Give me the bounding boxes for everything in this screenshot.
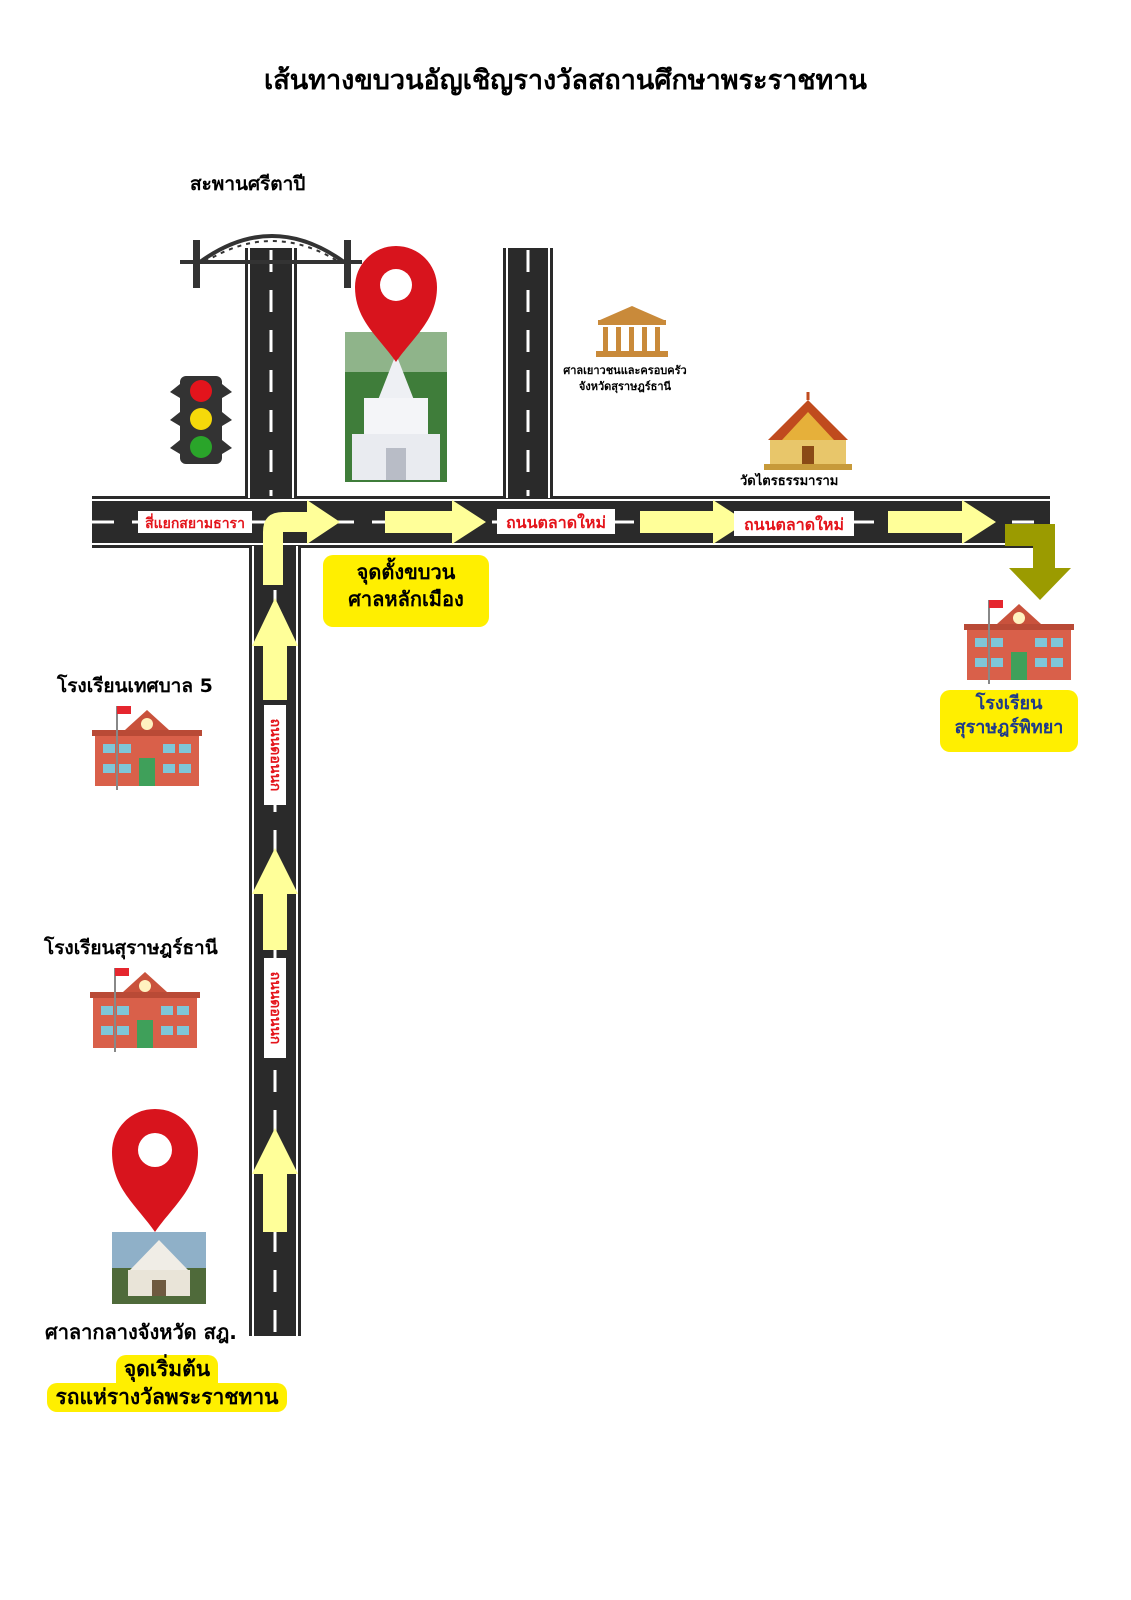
youth-court-label-line-2: จังหวัดสุราษฎร์ธานี	[578, 379, 672, 393]
route-arrow-right-2	[640, 500, 747, 544]
route-arrow-up-2	[252, 848, 298, 950]
svg-text:ถนนตลาดใหม่: ถนนตลาดใหม่	[506, 513, 606, 532]
assembly-point-line-2: ศาลหลักเมือง	[348, 587, 464, 611]
start-point-line-1: จุดเริ่มต้น	[115, 1355, 219, 1384]
bridge-label: สะพานศรีตาปี	[190, 173, 306, 195]
school-icon-surat-pitthaya	[964, 600, 1074, 684]
roads	[92, 248, 1050, 1336]
route-arrow-right-1	[385, 500, 486, 544]
assembly-point-line-1: จุดตั้งขบวน	[356, 560, 456, 584]
youth-court-label: ศาลเยาวชนและครอบครัว จังหวัดสุราษฎร์ธานี	[540, 363, 710, 395]
svg-text:ถนนดอนนก: ถนนดอนนก	[267, 972, 283, 1045]
bridge-icon	[180, 234, 362, 288]
location-pin-icon-start	[111, 1108, 199, 1232]
svg-text:ถนนดอนนก: ถนนดอนนก	[267, 719, 283, 792]
svg-text:สี่แยกสยามธารา: สี่แยกสยามธารา	[145, 513, 245, 532]
destination-line-1: โรงเรียน	[975, 693, 1043, 714]
start-point-callout: จุดเริ่มต้น รถแห่รางวัลพระราชทาน	[22, 1352, 312, 1426]
route-arrow-right-3	[888, 500, 996, 544]
road-label-don-nok-2: ถนนดอนนก	[264, 958, 286, 1058]
start-point-line-2: รถแห่รางวัลพระราชทาน	[47, 1383, 287, 1412]
temple-label: วัดไตรธรรมาราม	[740, 474, 839, 489]
road-label-talat-mai-1: ถนนตลาดใหม่	[497, 509, 615, 534]
location-pin-icon-shrine	[355, 246, 437, 362]
destination-callout: โรงเรียน สุราษฎร์พิทยา	[940, 690, 1078, 752]
city-hall-label: ศาลากลางจังหวัด สฎ.	[45, 1320, 237, 1344]
road-label-junction: สี่แยกสยามธารา	[138, 511, 252, 533]
road-label-don-nok-1: ถนนดอนนก	[264, 705, 286, 805]
school-surat-label: โรงเรียนสุราษฎร์ธานี	[44, 937, 218, 959]
svg-text:ถนนตลาดใหม่: ถนนตลาดใหม่	[744, 515, 844, 534]
assembly-point-callout: จุดตั้งขบวน ศาลหลักเมือง	[323, 555, 489, 627]
school-5-label: โรงเรียนเทศบาล 5	[57, 675, 213, 697]
school-icon-thesaban-5	[92, 706, 202, 790]
destination-line-2: สุราษฎร์พิทยา	[954, 717, 1064, 739]
route-arrows	[252, 500, 1071, 1232]
route-arrow-up-1	[252, 1128, 298, 1232]
road-label-talat-mai-2: ถนนตลาดใหม่	[734, 511, 854, 536]
route-arrow-up-3	[252, 598, 298, 700]
youth-court-label-line-1: ศาลเยาวชนและครอบครัว	[563, 364, 687, 377]
route-arrow-down-final	[1005, 524, 1071, 600]
map-title: เส้นทางขบวนอัญเชิญรางวัลสถานศึกษาพระราชท…	[264, 65, 867, 96]
school-icon-surat-thani	[90, 968, 200, 1052]
city-hall-image	[112, 1232, 206, 1304]
court-building-icon	[596, 306, 668, 357]
route-arrow-turn-right	[263, 500, 340, 585]
traffic-light-icon	[170, 376, 232, 464]
temple-icon	[764, 392, 852, 470]
